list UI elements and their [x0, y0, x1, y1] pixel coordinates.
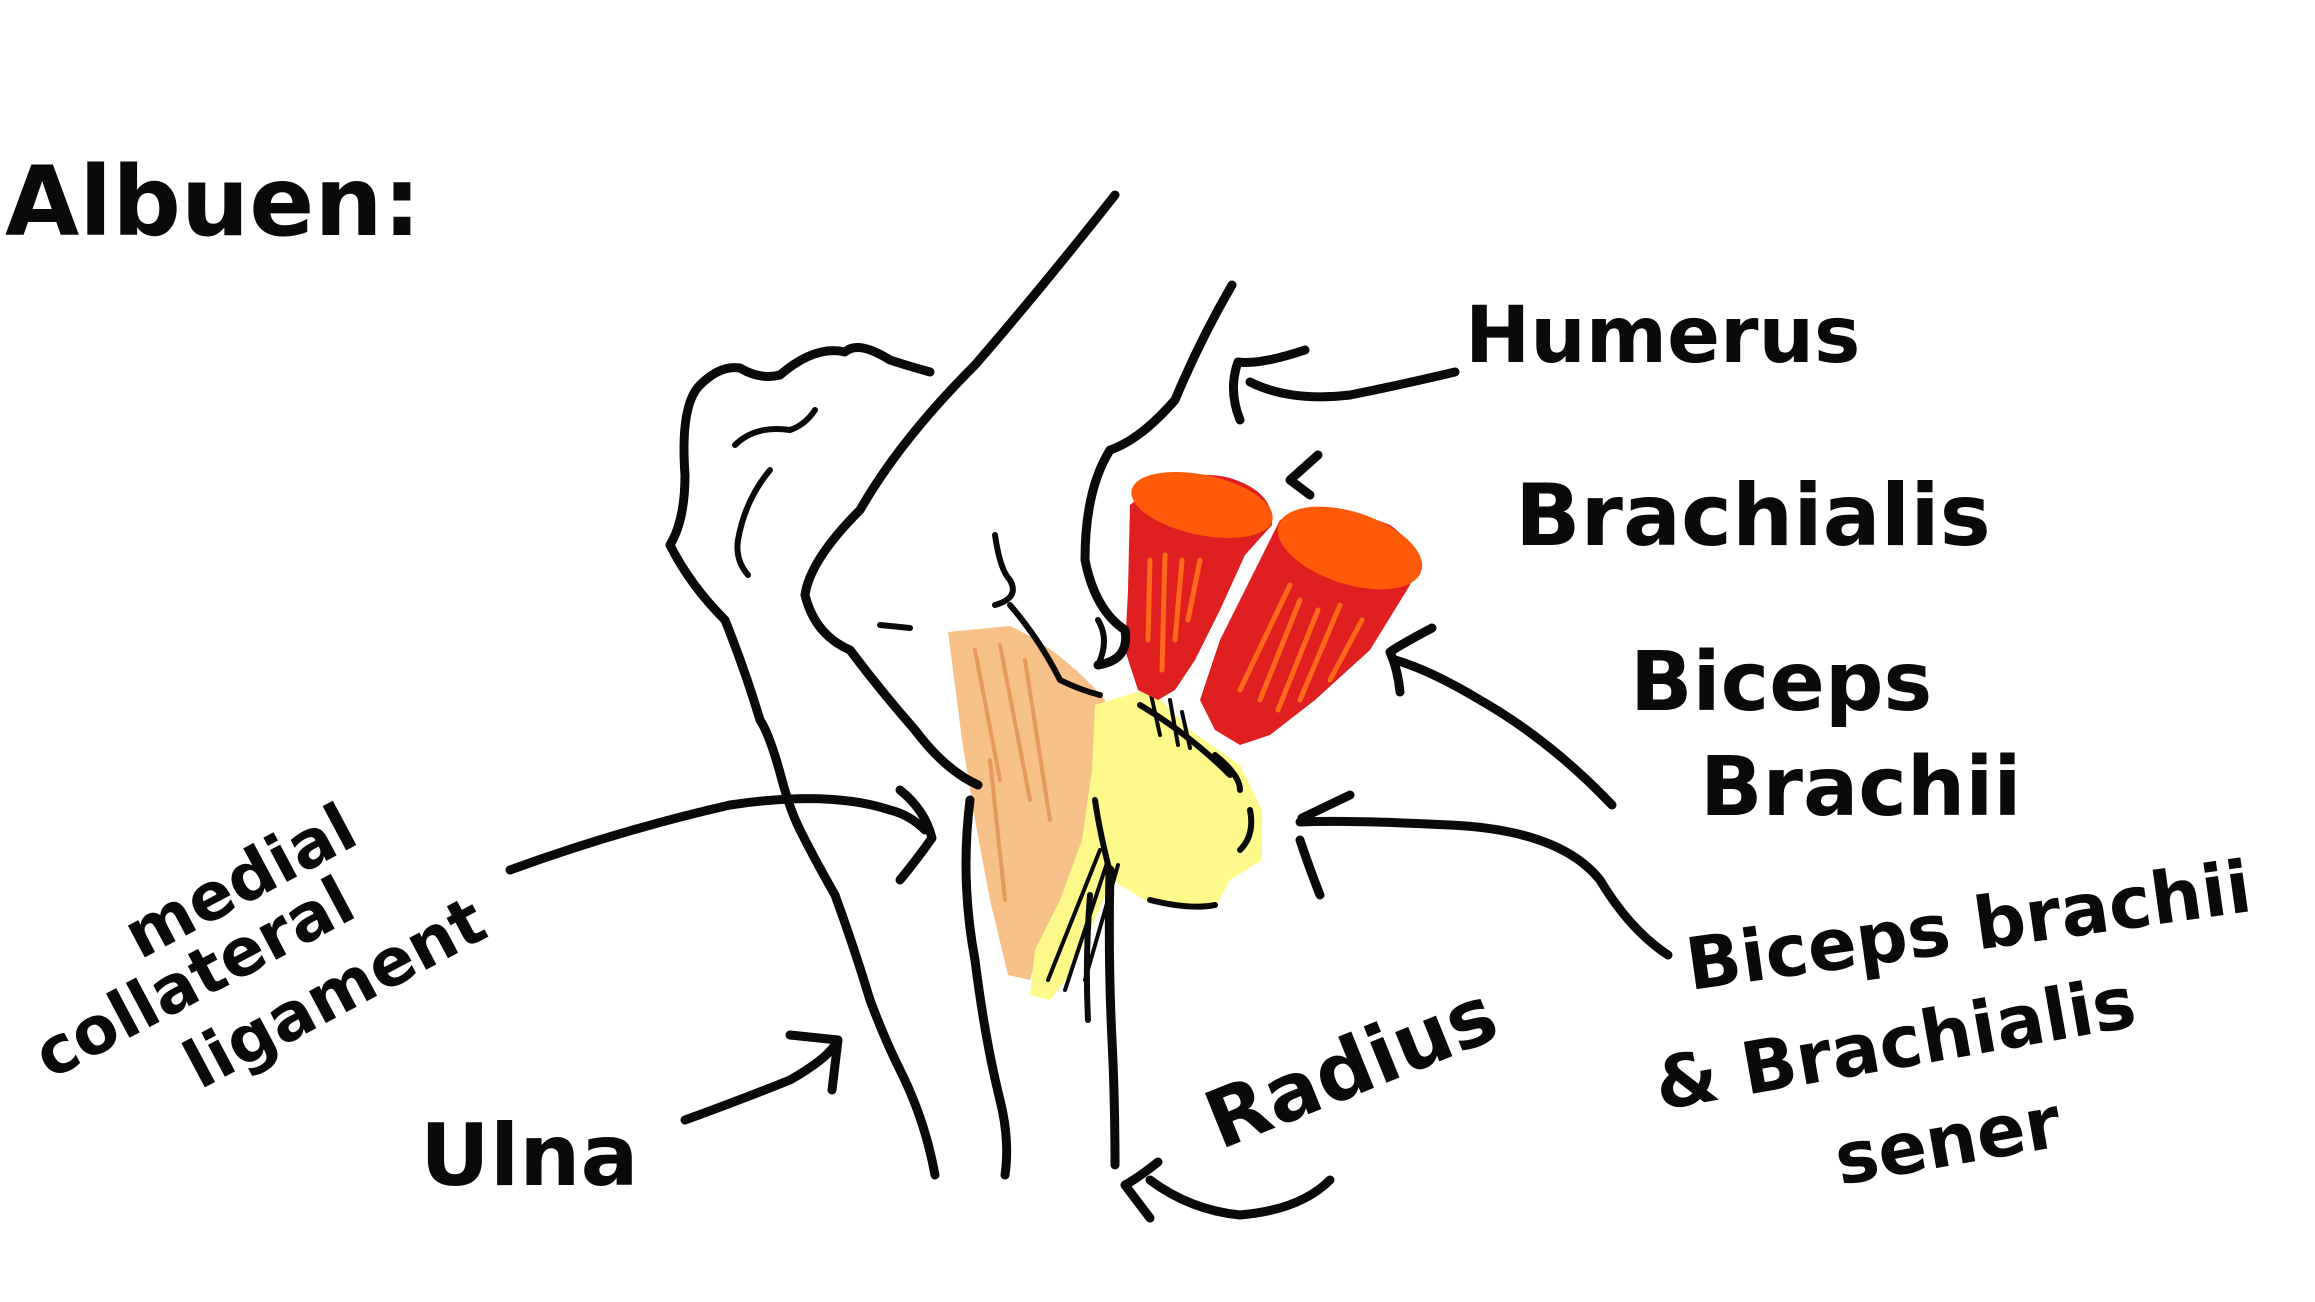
- ulna-shaft: [961, 795, 1012, 1180]
- medial-collateral-ligament: [948, 626, 1118, 980]
- sener-pointer: [1295, 816, 1673, 960]
- radius-pointer: [1145, 1175, 1335, 1220]
- biceps-pointer-head: [1385, 623, 1437, 697]
- ulna-pointer: [680, 1040, 840, 1125]
- humerus-pointer: [1245, 367, 1460, 402]
- sener-pointer-head: [1295, 790, 1355, 900]
- ulna-olecranon-detail: [732, 407, 818, 578]
- biceps-brachii-muscle-top: [1277, 506, 1423, 590]
- humerus-arrow-hook: [1285, 450, 1323, 500]
- coronoid-detail: [877, 532, 1016, 631]
- ulna-pointer-head: [785, 1030, 843, 1095]
- radius-shaft: [1104, 865, 1120, 1170]
- tendon-outline: [1092, 797, 1218, 910]
- medial-collateral-ligament-fibers: [973, 643, 1052, 902]
- label-biceps-brachii-2: Brachii: [1700, 740, 2021, 835]
- label-brachialis: Brachialis: [1515, 466, 1991, 566]
- label-ulna: Ulna: [420, 1106, 639, 1206]
- label-humerus: Humerus: [1465, 291, 1860, 381]
- label-tendons-3: sener: [1828, 1079, 2067, 1201]
- ulna-olecranon-outline: [665, 343, 940, 1180]
- humerus-inner-curve: [1095, 617, 1107, 668]
- radius-shaft-inner: [1083, 892, 1093, 1023]
- biceps-brachii-muscle-stripes: [1237, 582, 1365, 713]
- label-biceps-brachii-1: Biceps: [1630, 635, 1932, 730]
- brachialis-muscle-top: [1131, 472, 1273, 538]
- mcl-pointer-head: [895, 785, 937, 885]
- radial-head-detail: [1007, 602, 1255, 853]
- humerus-pointer-head: [1229, 345, 1310, 425]
- diagram-title: Albuen:: [5, 146, 421, 258]
- label-tendons-1: Biceps brachii: [1681, 844, 2257, 1006]
- label-radius: Radius: [1192, 967, 1509, 1167]
- brachialis-muscle-stripes: [1145, 552, 1203, 673]
- humerus-outline-left: [800, 190, 1120, 790]
- mcl-pointer: [505, 794, 930, 875]
- biceps-pointer: [1390, 655, 1617, 810]
- radius-pointer-head: [1120, 1157, 1163, 1223]
- humerus-outline-right: [1080, 280, 1237, 670]
